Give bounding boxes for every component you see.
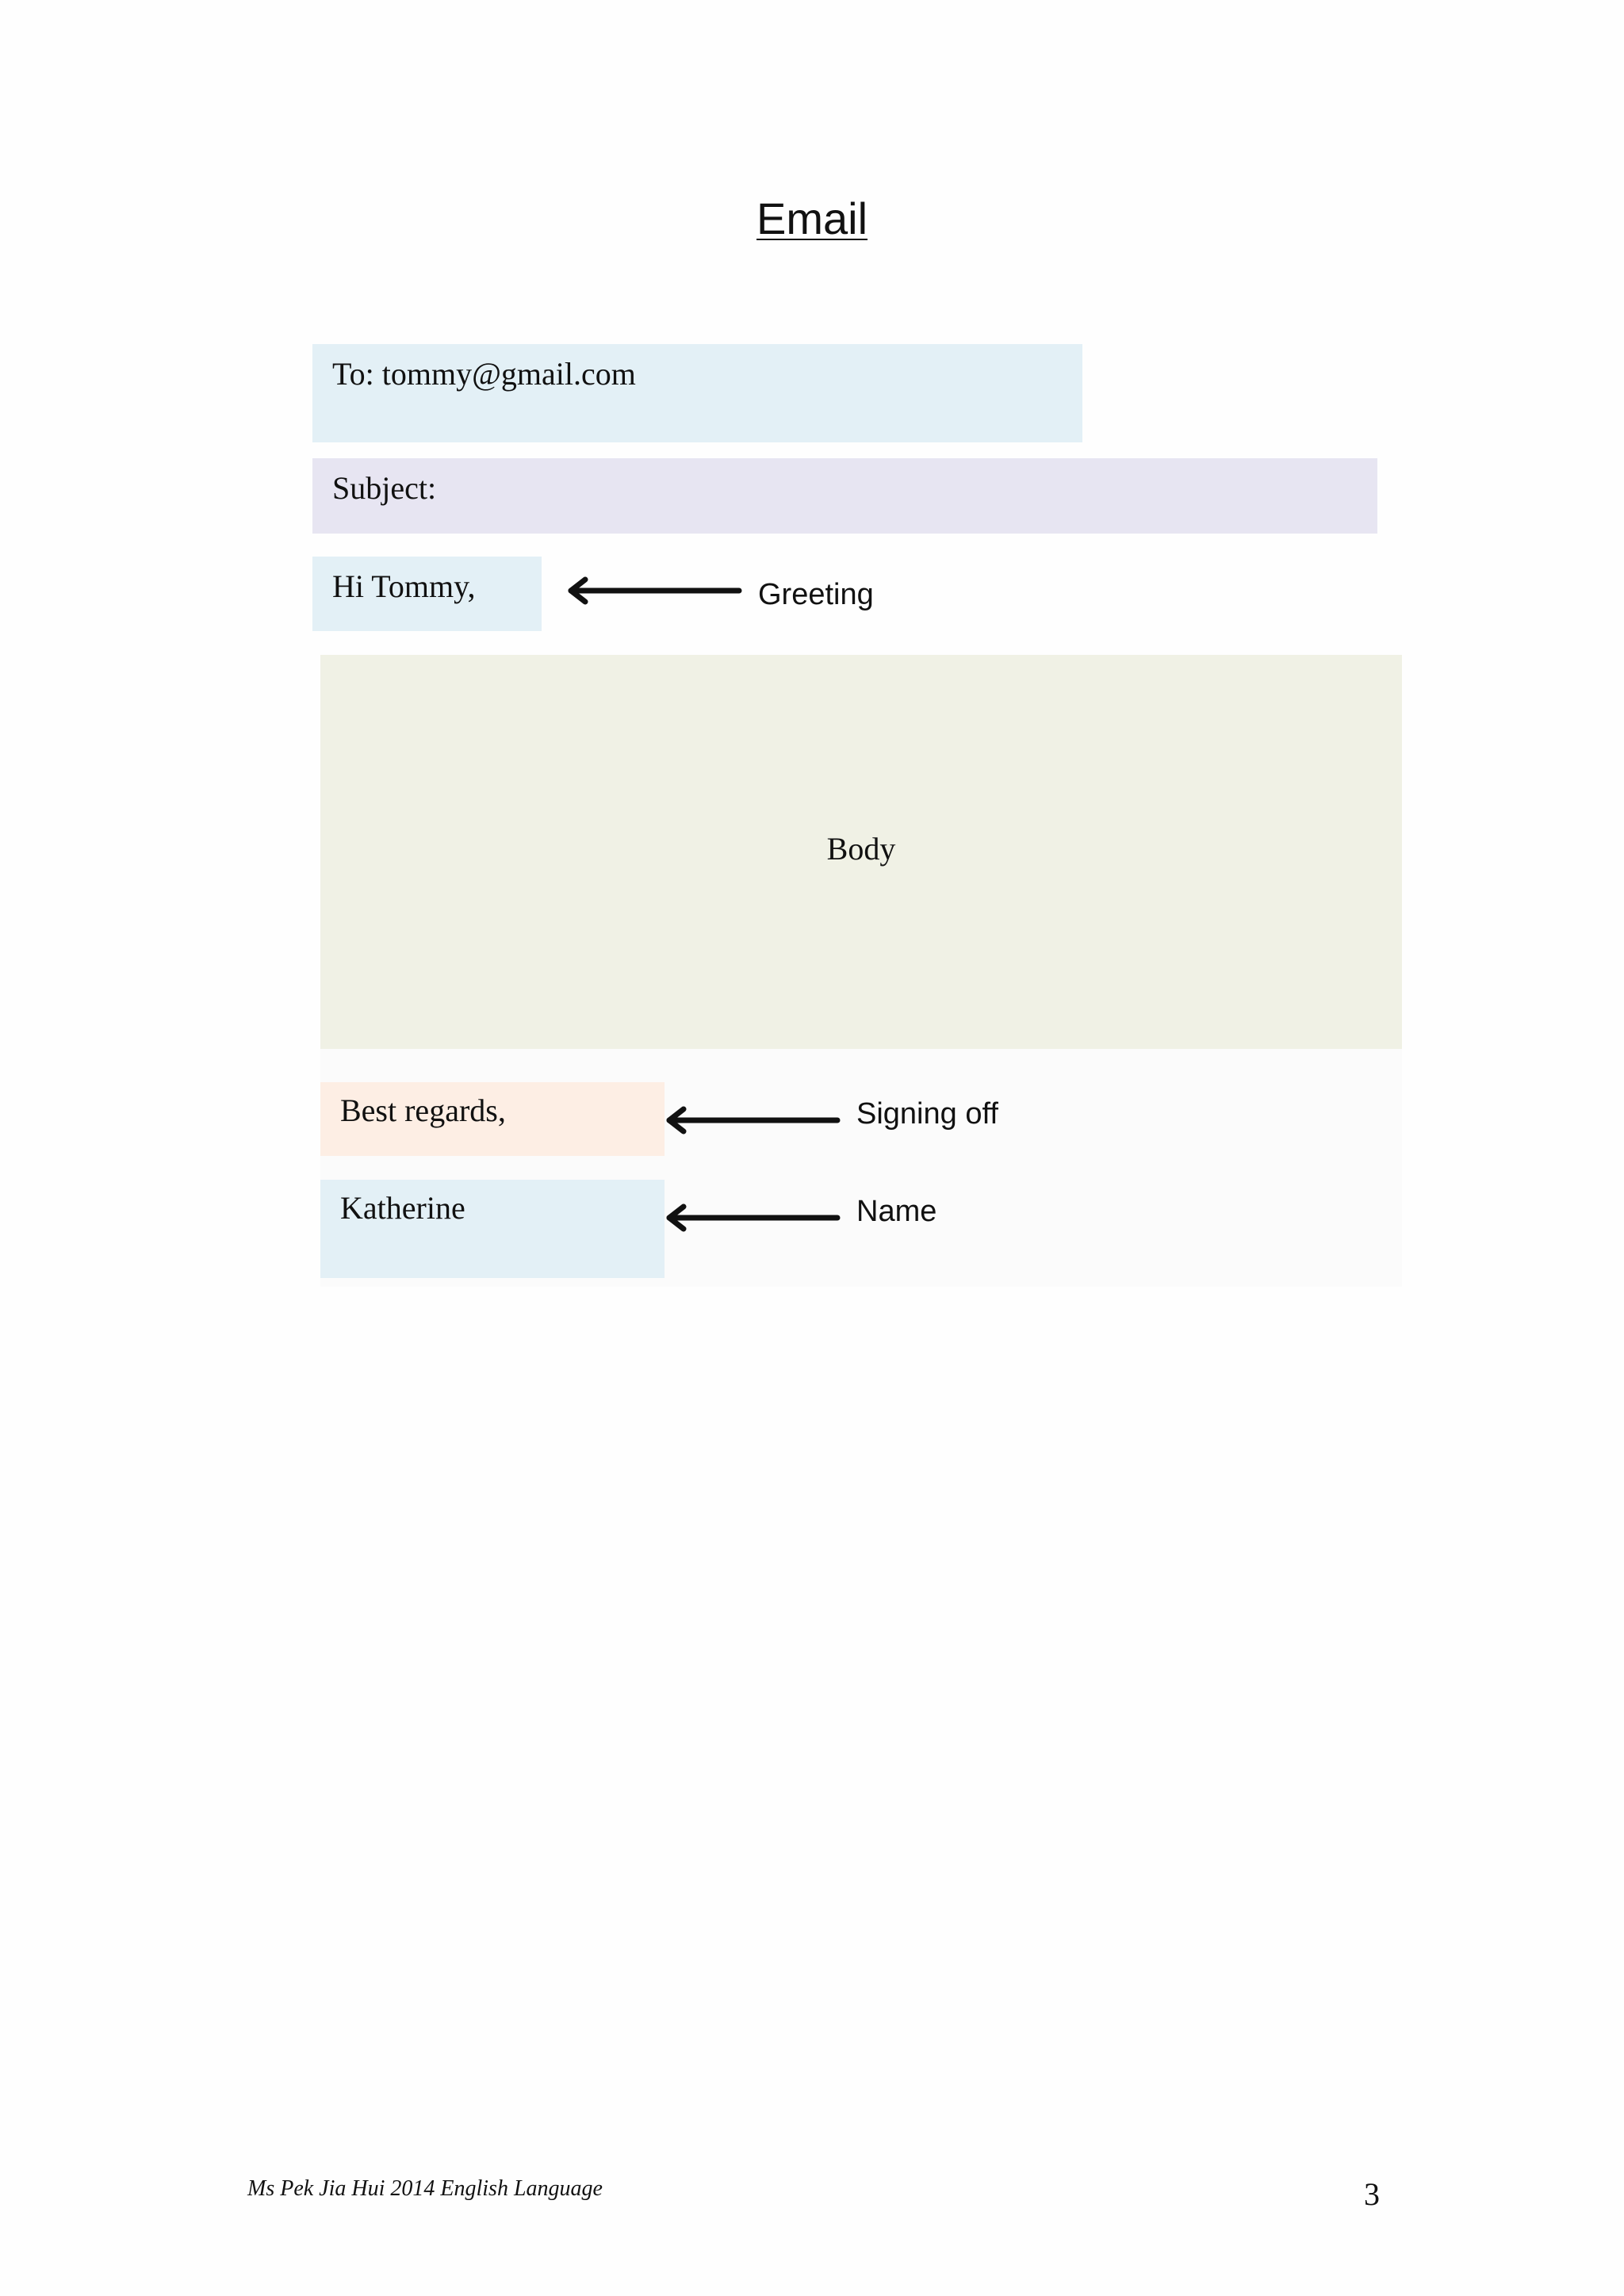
page-number: 3 <box>1364 2176 1380 2212</box>
greeting-box: Hi Tommy, <box>312 557 542 631</box>
greeting-text: Hi Tommy, <box>332 568 476 604</box>
page-title: Email <box>0 193 1624 244</box>
page-title-text: Email <box>756 193 868 243</box>
signoff-annotation: Signing off <box>856 1097 998 1131</box>
greeting-annotation: Greeting <box>758 578 874 611</box>
name-arrow-icon <box>666 1203 841 1232</box>
body-box: Body <box>320 655 1402 1049</box>
signoff-box: Best regards, <box>320 1082 665 1156</box>
name-annotation: Name <box>856 1195 937 1228</box>
greeting-arrow-icon <box>568 576 742 605</box>
subject-field: Subject: <box>312 458 1377 534</box>
body-text: Body <box>826 830 896 867</box>
signoff-text: Best regards, <box>340 1093 506 1128</box>
to-line: To: tommy@gmail.com <box>332 356 636 392</box>
signoff-arrow-icon <box>666 1106 841 1135</box>
name-box: Katherine <box>320 1180 665 1278</box>
subject-line: Subject: <box>332 470 437 506</box>
name-text: Katherine <box>340 1190 465 1226</box>
footer-author: Ms Pek Jia Hui 2014 English Language <box>247 2176 603 2201</box>
to-field: To: tommy@gmail.com <box>312 344 1082 442</box>
